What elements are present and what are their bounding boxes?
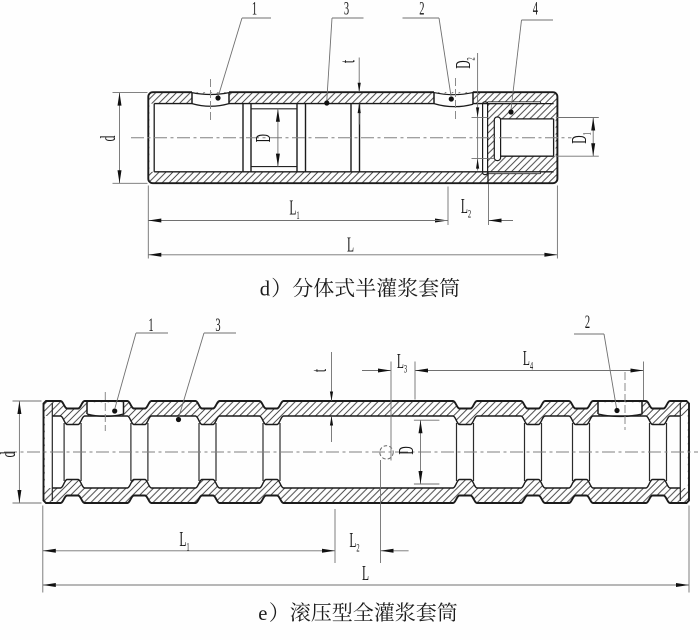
svg-text:4: 4 (533, 0, 538, 20)
svg-text:L3: L3 (397, 350, 407, 377)
svg-text:2: 2 (585, 312, 590, 333)
svg-text:t: t (336, 60, 360, 63)
svg-text:L1: L1 (289, 196, 299, 223)
svg-text:2: 2 (419, 0, 424, 20)
svg-text:t: t (307, 369, 331, 372)
svg-text:3: 3 (344, 0, 349, 20)
svg-text:L: L (362, 561, 369, 585)
svg-text:D2: D2 (451, 57, 478, 69)
svg-text:D: D (252, 134, 276, 142)
svg-text:L4: L4 (523, 346, 533, 373)
svg-text:3: 3 (215, 315, 220, 336)
svg-text:L2: L2 (349, 528, 359, 555)
svg-text:d: d (0, 451, 20, 457)
svg-text:1: 1 (252, 0, 257, 20)
svg-text:e: e (258, 603, 267, 625)
svg-text:D: D (394, 446, 418, 454)
svg-text:1: 1 (148, 315, 153, 336)
svg-text:L2: L2 (461, 194, 471, 221)
svg-text:L: L (347, 233, 354, 257)
svg-text:L1: L1 (179, 527, 189, 554)
svg-text:D1: D1 (567, 132, 594, 144)
svg-text:d: d (96, 135, 120, 141)
svg-text:d: d (260, 279, 271, 301)
